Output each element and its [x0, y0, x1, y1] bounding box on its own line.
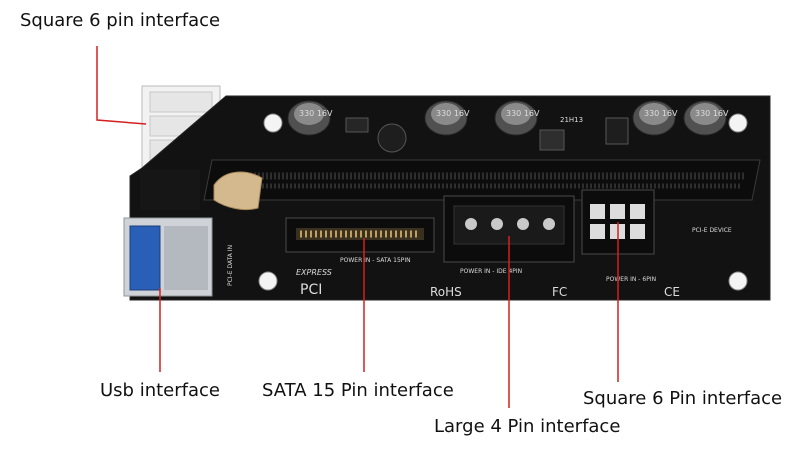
fc-mark: FC — [552, 285, 567, 299]
pcie-data-in-label: PCI-E DATA IN — [227, 245, 234, 286]
sata-15pin-connector — [285, 217, 435, 253]
capacitor: 330 16V — [683, 100, 729, 136]
capacitor-label: 330 16V — [299, 109, 333, 118]
capacitor-label: 330 16V — [695, 109, 729, 118]
callout-sata-15pin: SATA 15 Pin interface — [262, 380, 454, 401]
capacitor-label: 330 16V — [436, 109, 470, 118]
capacitor: 330 16V — [632, 100, 678, 136]
capacitor: 330 16V — [287, 100, 333, 136]
model-label: 21H13 — [560, 116, 583, 124]
usb-connector — [123, 217, 213, 297]
ic-components: 21H13 — [345, 116, 629, 153]
capacitors: 330 16V 330 16V 330 16V 330 16V 330 16V — [287, 100, 729, 136]
power-ide-label: POWER IN - IDE 4PIN — [460, 268, 522, 275]
ce-mark: CE — [664, 285, 680, 299]
capacitor: 330 16V — [424, 100, 470, 136]
power-6pin-label: POWER IN - 6PIN — [606, 276, 656, 283]
leader-square-6pin-top — [96, 46, 147, 125]
capacitor: 330 16V — [494, 100, 540, 136]
callout-large-4pin: Large 4 Pin interface — [434, 416, 621, 437]
capacitor-label: 330 16V — [506, 109, 540, 118]
rohs-label: RoHS — [430, 285, 462, 299]
callout-square-6pin-top: Square 6 pin interface — [20, 10, 221, 31]
power-sata-label: POWER IN - SATA 15PIN — [340, 257, 411, 264]
leader-lines — [96, 46, 619, 408]
pcie-device-label: PCI-E DEVICE — [692, 227, 732, 234]
pci-logo-text: PCI — [300, 282, 322, 298]
capacitor-label: 330 16V — [644, 109, 678, 118]
callout-usb: Usb interface — [100, 380, 220, 401]
express-label: EXPRESS — [296, 268, 332, 277]
callout-square-6pin-bottom: Square 6 Pin interface — [583, 388, 783, 409]
